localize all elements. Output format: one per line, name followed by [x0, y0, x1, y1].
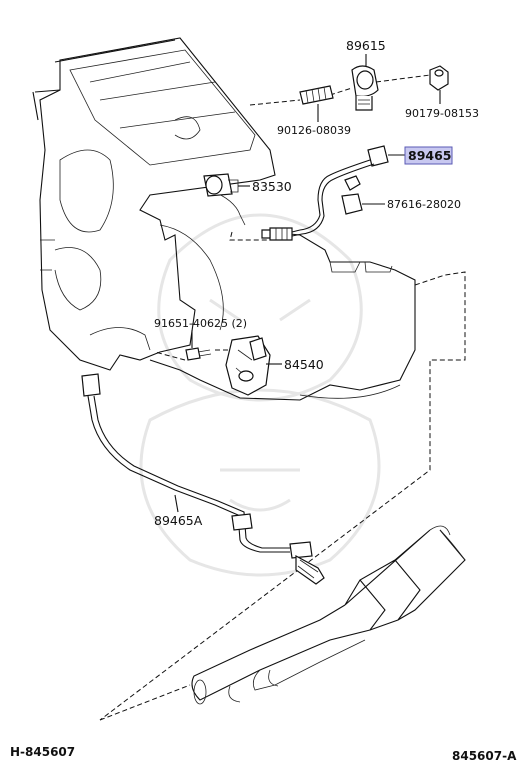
- neutral-switch-84540: [225, 335, 271, 396]
- label-90126-08039: 90126-08039: [277, 124, 351, 137]
- label-89615: 89615: [346, 38, 386, 53]
- label-91651-40625: 91651-40625 (2): [154, 317, 247, 330]
- label-84540: 84540: [284, 357, 324, 372]
- clamp-87616: [341, 175, 363, 215]
- oil-pressure-switch-83530: [203, 173, 239, 197]
- label-89465A: 89465A: [154, 513, 203, 528]
- stud-bolt-90126: [299, 85, 334, 105]
- watermark-emblem: [139, 213, 381, 577]
- highlight-box-89465: [404, 146, 453, 165]
- label-89465: 89465: [408, 148, 452, 163]
- nut-90179: [429, 65, 449, 91]
- exhaust-pipe: [191, 525, 466, 705]
- bolt-91651: [185, 347, 212, 361]
- label-90179-08153: 90179-08153: [405, 107, 479, 120]
- diagram-id-left: H-845607: [10, 745, 75, 759]
- oxygen-sensor-89465: [261, 145, 389, 241]
- label-87616-28020: 87616-28020: [387, 198, 461, 211]
- leader-lines: [99, 74, 466, 721]
- label-83530: 83530: [252, 179, 292, 194]
- oxygen-sensor-89465A: [81, 373, 325, 585]
- diagram-id-right: 845607-A: [452, 749, 517, 763]
- knock-sensor-89615: [351, 65, 379, 111]
